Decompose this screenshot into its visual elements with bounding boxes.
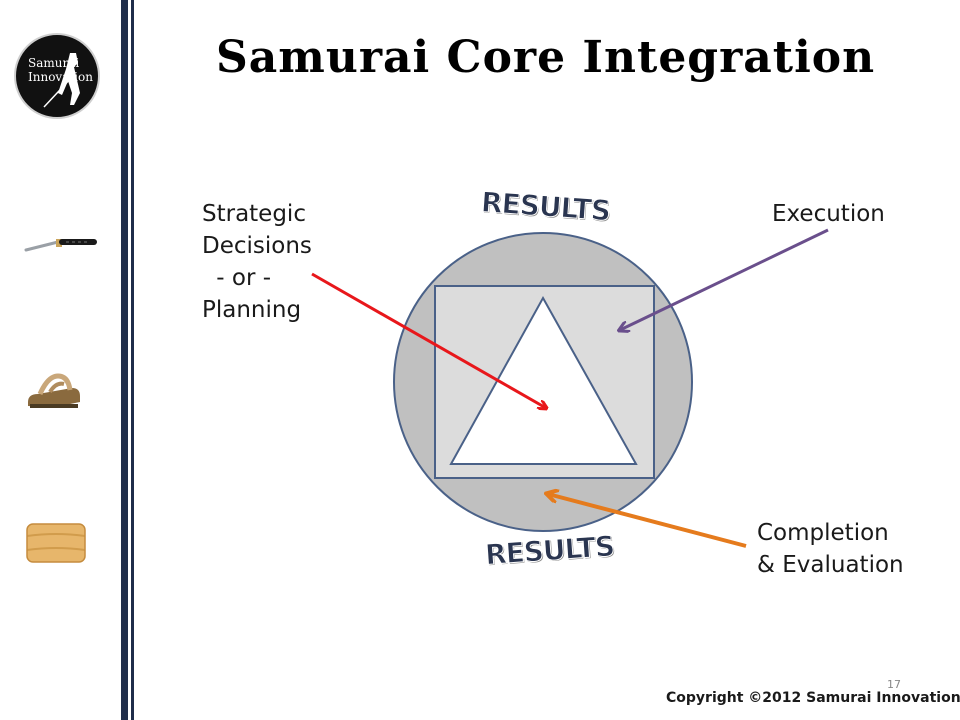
logo-text-line1: Samurai (28, 56, 80, 70)
katana-icon (24, 239, 97, 252)
page-title: Samurai Core Integration (216, 32, 876, 83)
samurai-silhouette-icon (43, 53, 80, 108)
execution-arrow (620, 228, 829, 330)
completion-label-line1: Completion (757, 520, 889, 546)
strategic-label-line3: - or - (209, 265, 272, 291)
completion-label-line2: & Evaluation (757, 552, 904, 578)
folded-cloth-icon (26, 523, 86, 563)
samurai-innovation-logo: Samurai Innovation (14, 33, 100, 119)
sandal-icon (28, 373, 80, 408)
sidebar-bar-thin (131, 0, 134, 720)
execution-label: Execution (772, 201, 885, 227)
page-number: 17 (887, 678, 901, 691)
sidebar-bar (121, 0, 128, 720)
copyright-notice: Copyright ©2012 Samurai Innovation (666, 690, 960, 706)
planning-arrow (311, 272, 546, 408)
completion-arrow (548, 494, 747, 548)
strategic-label-line4: Planning (202, 297, 302, 323)
strategic-label-line1: Strategic (202, 201, 306, 227)
strategic-label-line2: Decisions (202, 233, 312, 259)
